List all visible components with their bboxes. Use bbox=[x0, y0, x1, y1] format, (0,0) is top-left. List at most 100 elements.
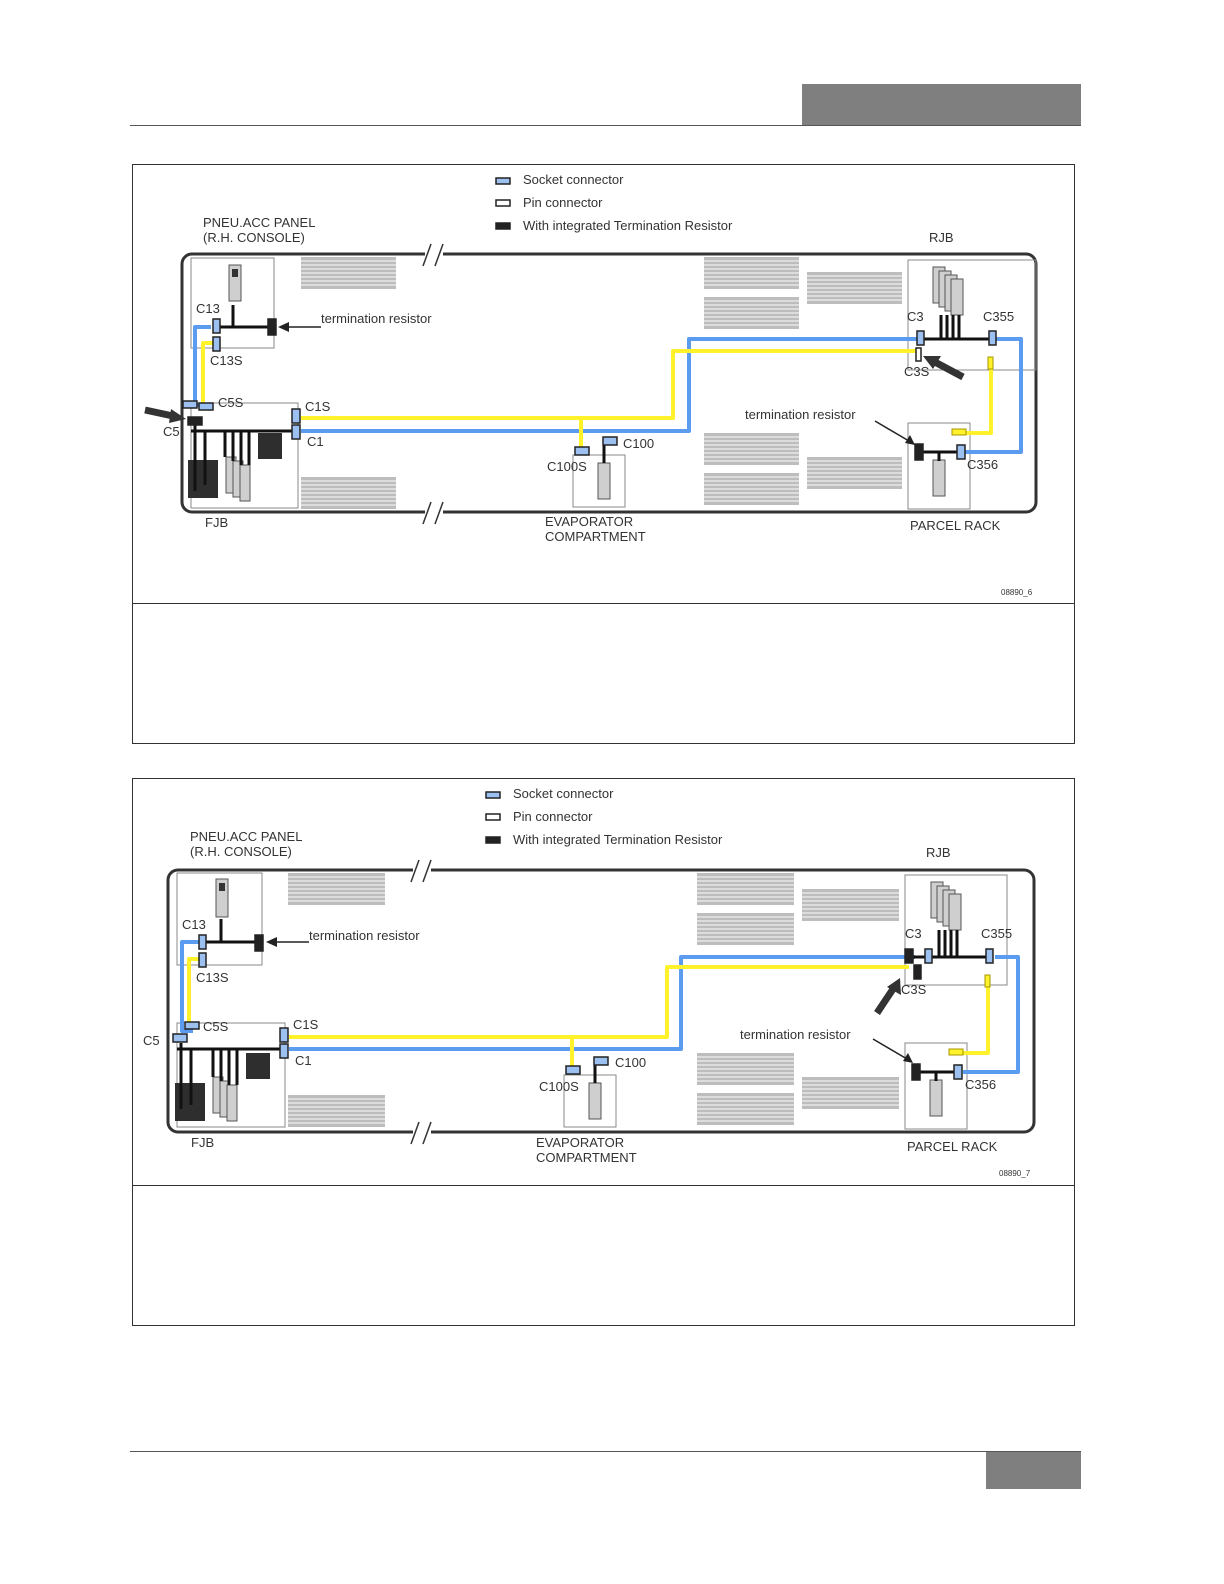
vent-grille bbox=[802, 1077, 899, 1109]
termination-resistor-label-2: termination resistor bbox=[745, 407, 856, 422]
resistor-legend-icon bbox=[495, 222, 511, 230]
evap-ecu-icon bbox=[597, 462, 611, 500]
evaporator-box bbox=[572, 454, 626, 508]
fjb-label: FJB bbox=[191, 1135, 214, 1150]
vehicle-outline bbox=[180, 252, 1038, 514]
c13s-label: C13S bbox=[196, 970, 229, 985]
rjb-label: RJB bbox=[926, 845, 951, 860]
legend: Socket connector Pin connector With inte… bbox=[495, 172, 733, 233]
termination-resistor-label-1: termination resistor bbox=[321, 311, 432, 326]
vent-grille bbox=[704, 433, 799, 465]
evaporator-sublabel: COMPARTMENT bbox=[536, 1150, 637, 1165]
legend: Socket connector Pin connector With inte… bbox=[485, 786, 723, 847]
figure-caption-area bbox=[133, 604, 1074, 743]
c5s-label: C5S bbox=[218, 395, 244, 410]
c5s-connector bbox=[182, 400, 198, 409]
ecu-module-icons bbox=[188, 264, 964, 502]
c1s-connector bbox=[279, 1027, 289, 1043]
c1s-label: C1S bbox=[305, 399, 331, 414]
figure-1: Socket connector Pin connector With inte… bbox=[132, 164, 1075, 744]
c355-connector bbox=[985, 948, 994, 964]
c3-label: C3 bbox=[907, 309, 924, 324]
arrow-icon bbox=[266, 937, 277, 947]
rjb-label: RJB bbox=[929, 230, 954, 245]
c356-connector bbox=[953, 1064, 963, 1080]
break-mark-top bbox=[410, 859, 432, 883]
legend-resistor: With integrated Termination Resistor bbox=[523, 218, 733, 233]
c100s-connector bbox=[574, 446, 590, 456]
vent-grille bbox=[697, 913, 794, 945]
c356-resistor-connector bbox=[911, 1063, 921, 1081]
fjb-ecu-icons bbox=[188, 433, 282, 502]
c3s-connector bbox=[915, 347, 922, 362]
pneu-panel-label: PNEU.ACC PANEL bbox=[203, 215, 315, 230]
c355-connector bbox=[988, 330, 997, 346]
break-mark-top bbox=[422, 243, 444, 267]
c1-connector bbox=[291, 424, 301, 440]
parcel-rack-box bbox=[907, 422, 971, 510]
c13s-connector bbox=[198, 952, 207, 968]
break-mark-bottom bbox=[422, 501, 444, 525]
c3-connector bbox=[916, 330, 925, 346]
pneu-panel-box bbox=[176, 872, 263, 966]
c13-resistor-connector bbox=[267, 318, 277, 336]
connectors bbox=[182, 318, 997, 461]
c355-pin-connector bbox=[987, 356, 994, 370]
figure-caption-area bbox=[133, 1186, 1074, 1325]
termination-resistor-label-1: termination resistor bbox=[309, 928, 420, 943]
c13s-connector bbox=[212, 336, 221, 352]
legend-socket: Socket connector bbox=[513, 786, 614, 801]
vent-grilles bbox=[301, 257, 902, 509]
c13s-label: C13S bbox=[210, 353, 243, 368]
figure-2: Socket connector Pin connector With inte… bbox=[132, 778, 1075, 1326]
c355-label: C355 bbox=[981, 926, 1012, 941]
c5-connector bbox=[187, 416, 203, 426]
c5s-label: C5S bbox=[203, 1019, 229, 1034]
c355-pin-connector bbox=[984, 974, 991, 988]
vent-grille bbox=[697, 1093, 794, 1125]
c3-label: C3 bbox=[905, 926, 922, 941]
figure-code: 08890_7 bbox=[999, 1169, 1031, 1178]
vent-grille bbox=[288, 1095, 385, 1127]
vent-grille bbox=[704, 473, 799, 505]
legend-pin: Pin connector bbox=[523, 195, 603, 210]
header-rule bbox=[130, 125, 1081, 126]
c356-pin-connector bbox=[951, 428, 967, 436]
parcel-rack-label: PARCEL RACK bbox=[907, 1139, 998, 1154]
pin-legend-icon bbox=[495, 199, 511, 207]
fjb-box bbox=[176, 1022, 286, 1128]
c3-connector bbox=[924, 948, 933, 964]
socket-legend-icon bbox=[495, 177, 511, 185]
parcel-ecu-icon bbox=[932, 459, 946, 497]
c3s-label: C3S bbox=[904, 364, 930, 379]
arrows bbox=[266, 937, 913, 1063]
arrow-icon bbox=[923, 356, 941, 369]
figure-divider bbox=[133, 1185, 1074, 1186]
rjb-ecu-icons bbox=[930, 881, 962, 931]
arrow-icon bbox=[903, 1053, 913, 1063]
c356-label: C356 bbox=[967, 457, 998, 472]
backbone-lines bbox=[177, 919, 991, 1109]
c5s-connector-2 bbox=[198, 402, 214, 411]
c356-pin-connector bbox=[948, 1048, 964, 1056]
backbone-lines bbox=[191, 305, 993, 491]
c13-label: C13 bbox=[182, 917, 206, 932]
header-bar bbox=[802, 84, 1081, 126]
legend-resistor: With integrated Termination Resistor bbox=[513, 832, 723, 847]
termination-resistor-label-2: termination resistor bbox=[740, 1027, 851, 1042]
vent-grille bbox=[301, 477, 396, 509]
c100s-label: C100S bbox=[539, 1079, 579, 1094]
parcel-ecu-icon bbox=[929, 1079, 943, 1117]
pneu-panel-box bbox=[190, 257, 275, 349]
can-low-wire bbox=[180, 940, 1020, 1074]
c5-label: C5 bbox=[143, 1033, 160, 1048]
legend-socket: Socket connector bbox=[523, 172, 624, 187]
c3s-label: C3S bbox=[901, 982, 927, 997]
pneu-panel-label: PNEU.ACC PANEL bbox=[190, 829, 302, 844]
c356-resistor-connector bbox=[914, 443, 924, 461]
evap-ecu-icon bbox=[588, 1082, 602, 1120]
figure-code: 08890_6 bbox=[1001, 588, 1033, 597]
c1-connector bbox=[279, 1043, 289, 1059]
c1-label: C1 bbox=[307, 434, 324, 449]
rjb-ecu-icons bbox=[932, 266, 964, 316]
